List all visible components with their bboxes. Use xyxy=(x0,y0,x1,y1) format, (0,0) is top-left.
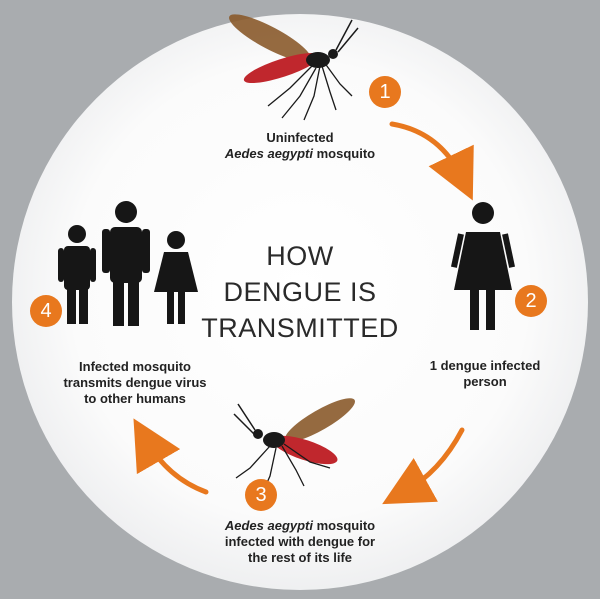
step-2-line: 1 dengue infected xyxy=(429,358,541,373)
curved-arrow-icon xyxy=(382,427,465,505)
step-1-rest: mosquito xyxy=(313,146,376,161)
step-4-badge: 4 xyxy=(30,295,62,327)
step-4-line: Infected mosquito xyxy=(79,359,191,374)
diagram-title: HOW DENGUE IS TRANSMITTED xyxy=(175,238,425,346)
species-name: Aedes aegypti xyxy=(224,146,314,161)
step-1-label: Uninfected Aedes aegypti mosquito xyxy=(200,130,400,162)
title-line: TRANSMITTED xyxy=(201,313,399,343)
step-3-badge: 3 xyxy=(245,479,277,511)
step-4-line: to other humans xyxy=(84,391,186,406)
step-4-label: Infected mosquito transmits dengue virus… xyxy=(40,359,230,407)
step-1-line: Uninfected xyxy=(266,130,334,145)
step-2-badge: 2 xyxy=(515,285,547,317)
family-icon xyxy=(58,201,198,326)
step-2-label: 1 dengue infected person xyxy=(400,358,570,390)
curved-arrow-icon xyxy=(133,418,209,495)
step-3-line: infected with dengue for xyxy=(224,534,376,549)
curved-arrow-icon xyxy=(389,121,474,201)
mosquito-icon xyxy=(233,398,355,495)
mosquito-icon xyxy=(229,14,359,121)
step-3-label: Aedes aegypti mosquito infected with den… xyxy=(190,518,410,566)
title-line: HOW xyxy=(266,241,334,271)
woman-icon xyxy=(450,202,516,330)
step-1-badge: 1 xyxy=(369,76,401,108)
species-name: Aedes aegypti xyxy=(224,518,314,533)
step-2-line: person xyxy=(463,374,507,389)
title-line: DENGUE IS xyxy=(223,277,377,307)
step-3-line: Aedes aegypti mosquito xyxy=(190,518,410,534)
step-3-rest: mosquito xyxy=(313,518,376,533)
step-4-line: transmits dengue virus xyxy=(63,375,207,390)
step-3-line: the rest of its life xyxy=(247,550,353,565)
step-1-line: Aedes aegypti mosquito xyxy=(200,146,400,162)
